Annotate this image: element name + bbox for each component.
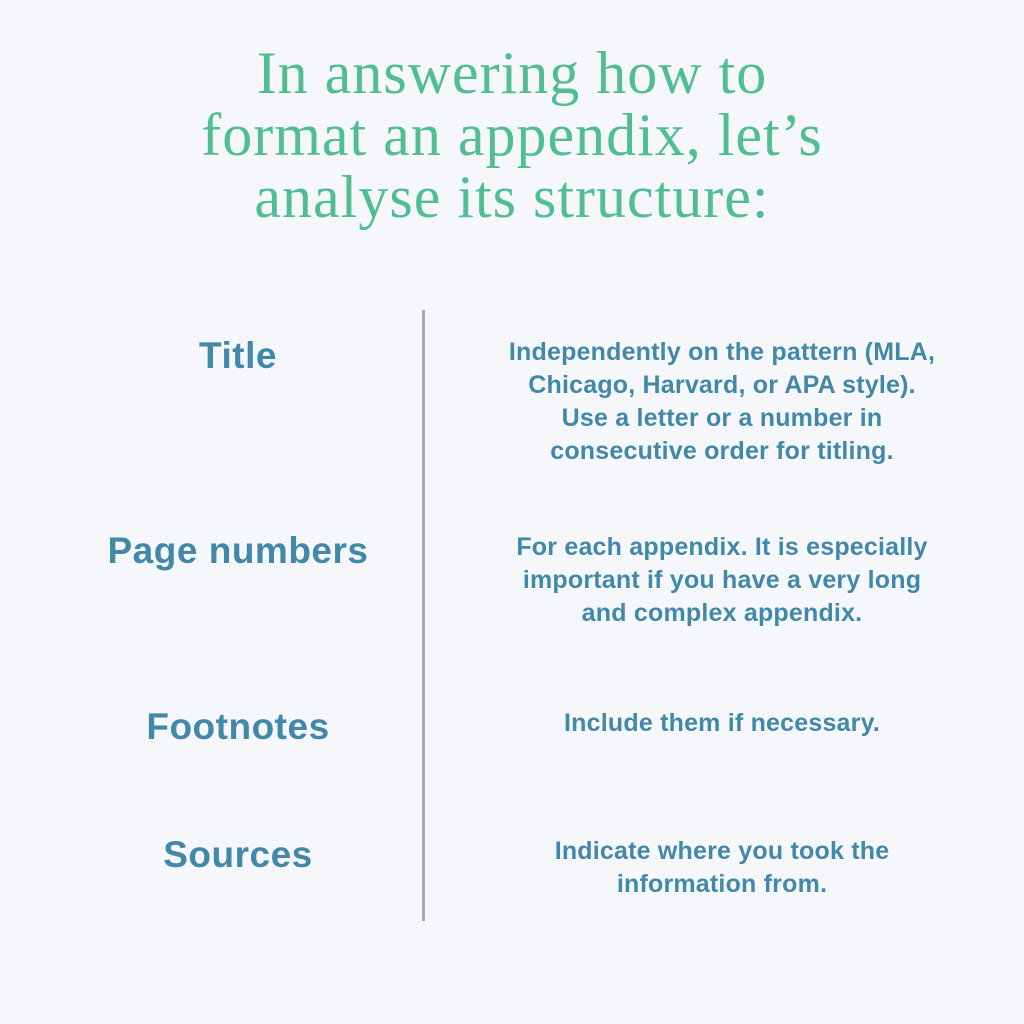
- row-description: Independently on the pattern (MLA, Chicag…: [450, 336, 994, 468]
- description-line: Use a letter or a number in: [561, 404, 883, 432]
- description-line: Independently on the pattern (MLA,: [508, 338, 936, 366]
- table-row: Sources Indicate where you took the infor…: [0, 835, 1024, 901]
- description-line: and complex appendix.: [581, 599, 863, 627]
- row-label: Page numbers: [107, 530, 369, 571]
- row-description: Include them if necessary.: [450, 707, 994, 740]
- description-line: Include them if necessary.: [564, 709, 880, 737]
- description-line: consecutive order for titling.: [550, 437, 894, 465]
- row-label: Footnotes: [146, 706, 330, 747]
- description-line: Indicate where you took the: [554, 837, 890, 865]
- description-line: important if you have a very long: [522, 566, 922, 594]
- table-row: Title Independently on the pattern (MLA,…: [0, 336, 1024, 468]
- title-line-2: format an appendix, let’s: [201, 102, 823, 168]
- table-row: Page numbers For each appendix. It is es…: [0, 531, 1024, 630]
- row-label: Sources: [163, 834, 313, 875]
- vertical-divider: [422, 310, 425, 921]
- row-label: Title: [199, 335, 277, 376]
- table-row: Footnotes Include them if necessary.: [0, 707, 1024, 747]
- description-line: information from.: [616, 870, 828, 898]
- title-line-3: analyse its structure:: [254, 164, 770, 230]
- description-line: For each appendix. It is especially: [516, 533, 928, 561]
- description-line: Chicago, Harvard, or APA style).: [528, 371, 916, 399]
- page-title: In answering how to format an appendix, …: [0, 42, 1024, 228]
- row-description: For each appendix. It is especially impor…: [450, 531, 994, 630]
- title-line-1: In answering how to: [256, 40, 768, 106]
- row-description: Indicate where you took the information f…: [450, 835, 994, 901]
